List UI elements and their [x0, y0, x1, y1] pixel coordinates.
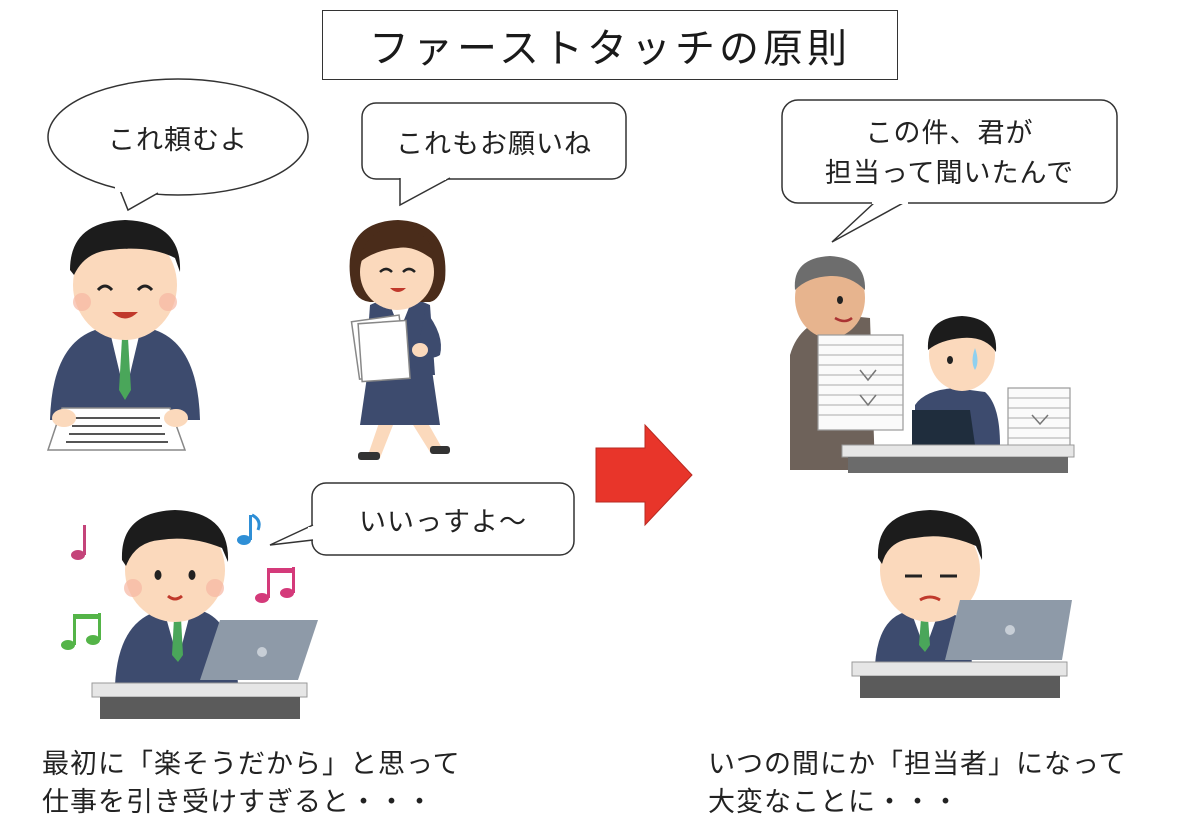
- caption-left-line1: 最初に「楽そうだから」と思って: [42, 749, 461, 780]
- bubble-text-manager-line2: 担当って聞いたんで: [824, 157, 1075, 189]
- music-note-icon: [61, 613, 101, 650]
- bubble-text-boss: これ頼むよ: [108, 124, 248, 156]
- speech-bubble-colleague: [361, 102, 627, 207]
- arrow-right-icon: [595, 423, 693, 527]
- caption-right-line1: いつの間にか「担当者」になって: [708, 749, 1127, 780]
- page-title: ファーストタッチの原則: [322, 10, 898, 80]
- document-stack-icon: [1007, 387, 1071, 447]
- speech-bubble-manager: [781, 99, 1118, 243]
- music-note-icon: [255, 567, 295, 603]
- music-note-icon: [71, 525, 86, 560]
- colleague-character: [349, 220, 450, 460]
- caption-right-line2: 大変なことに・・・: [708, 787, 960, 818]
- manager-character: [790, 256, 1075, 473]
- happy-worker-character: [91, 510, 318, 719]
- speech-bubble-boss: [47, 78, 309, 212]
- music-note-icon: [237, 513, 261, 545]
- document-stack-icon: [817, 334, 904, 431]
- laptop-icon: [912, 410, 975, 445]
- bubble-text-reply: いいっすよ～: [359, 506, 527, 538]
- boss-character: [46, 220, 200, 451]
- speech-bubble-reply: [269, 482, 575, 556]
- tired-worker-character: [851, 510, 1072, 698]
- bubble-text-colleague: これもお願いね: [396, 128, 592, 160]
- sweat-drop-icon: [972, 348, 978, 370]
- bubble-text-manager-line1: この件、君が: [865, 117, 1034, 149]
- caption-left-line2: 仕事を引き受けすぎると・・・: [42, 787, 434, 818]
